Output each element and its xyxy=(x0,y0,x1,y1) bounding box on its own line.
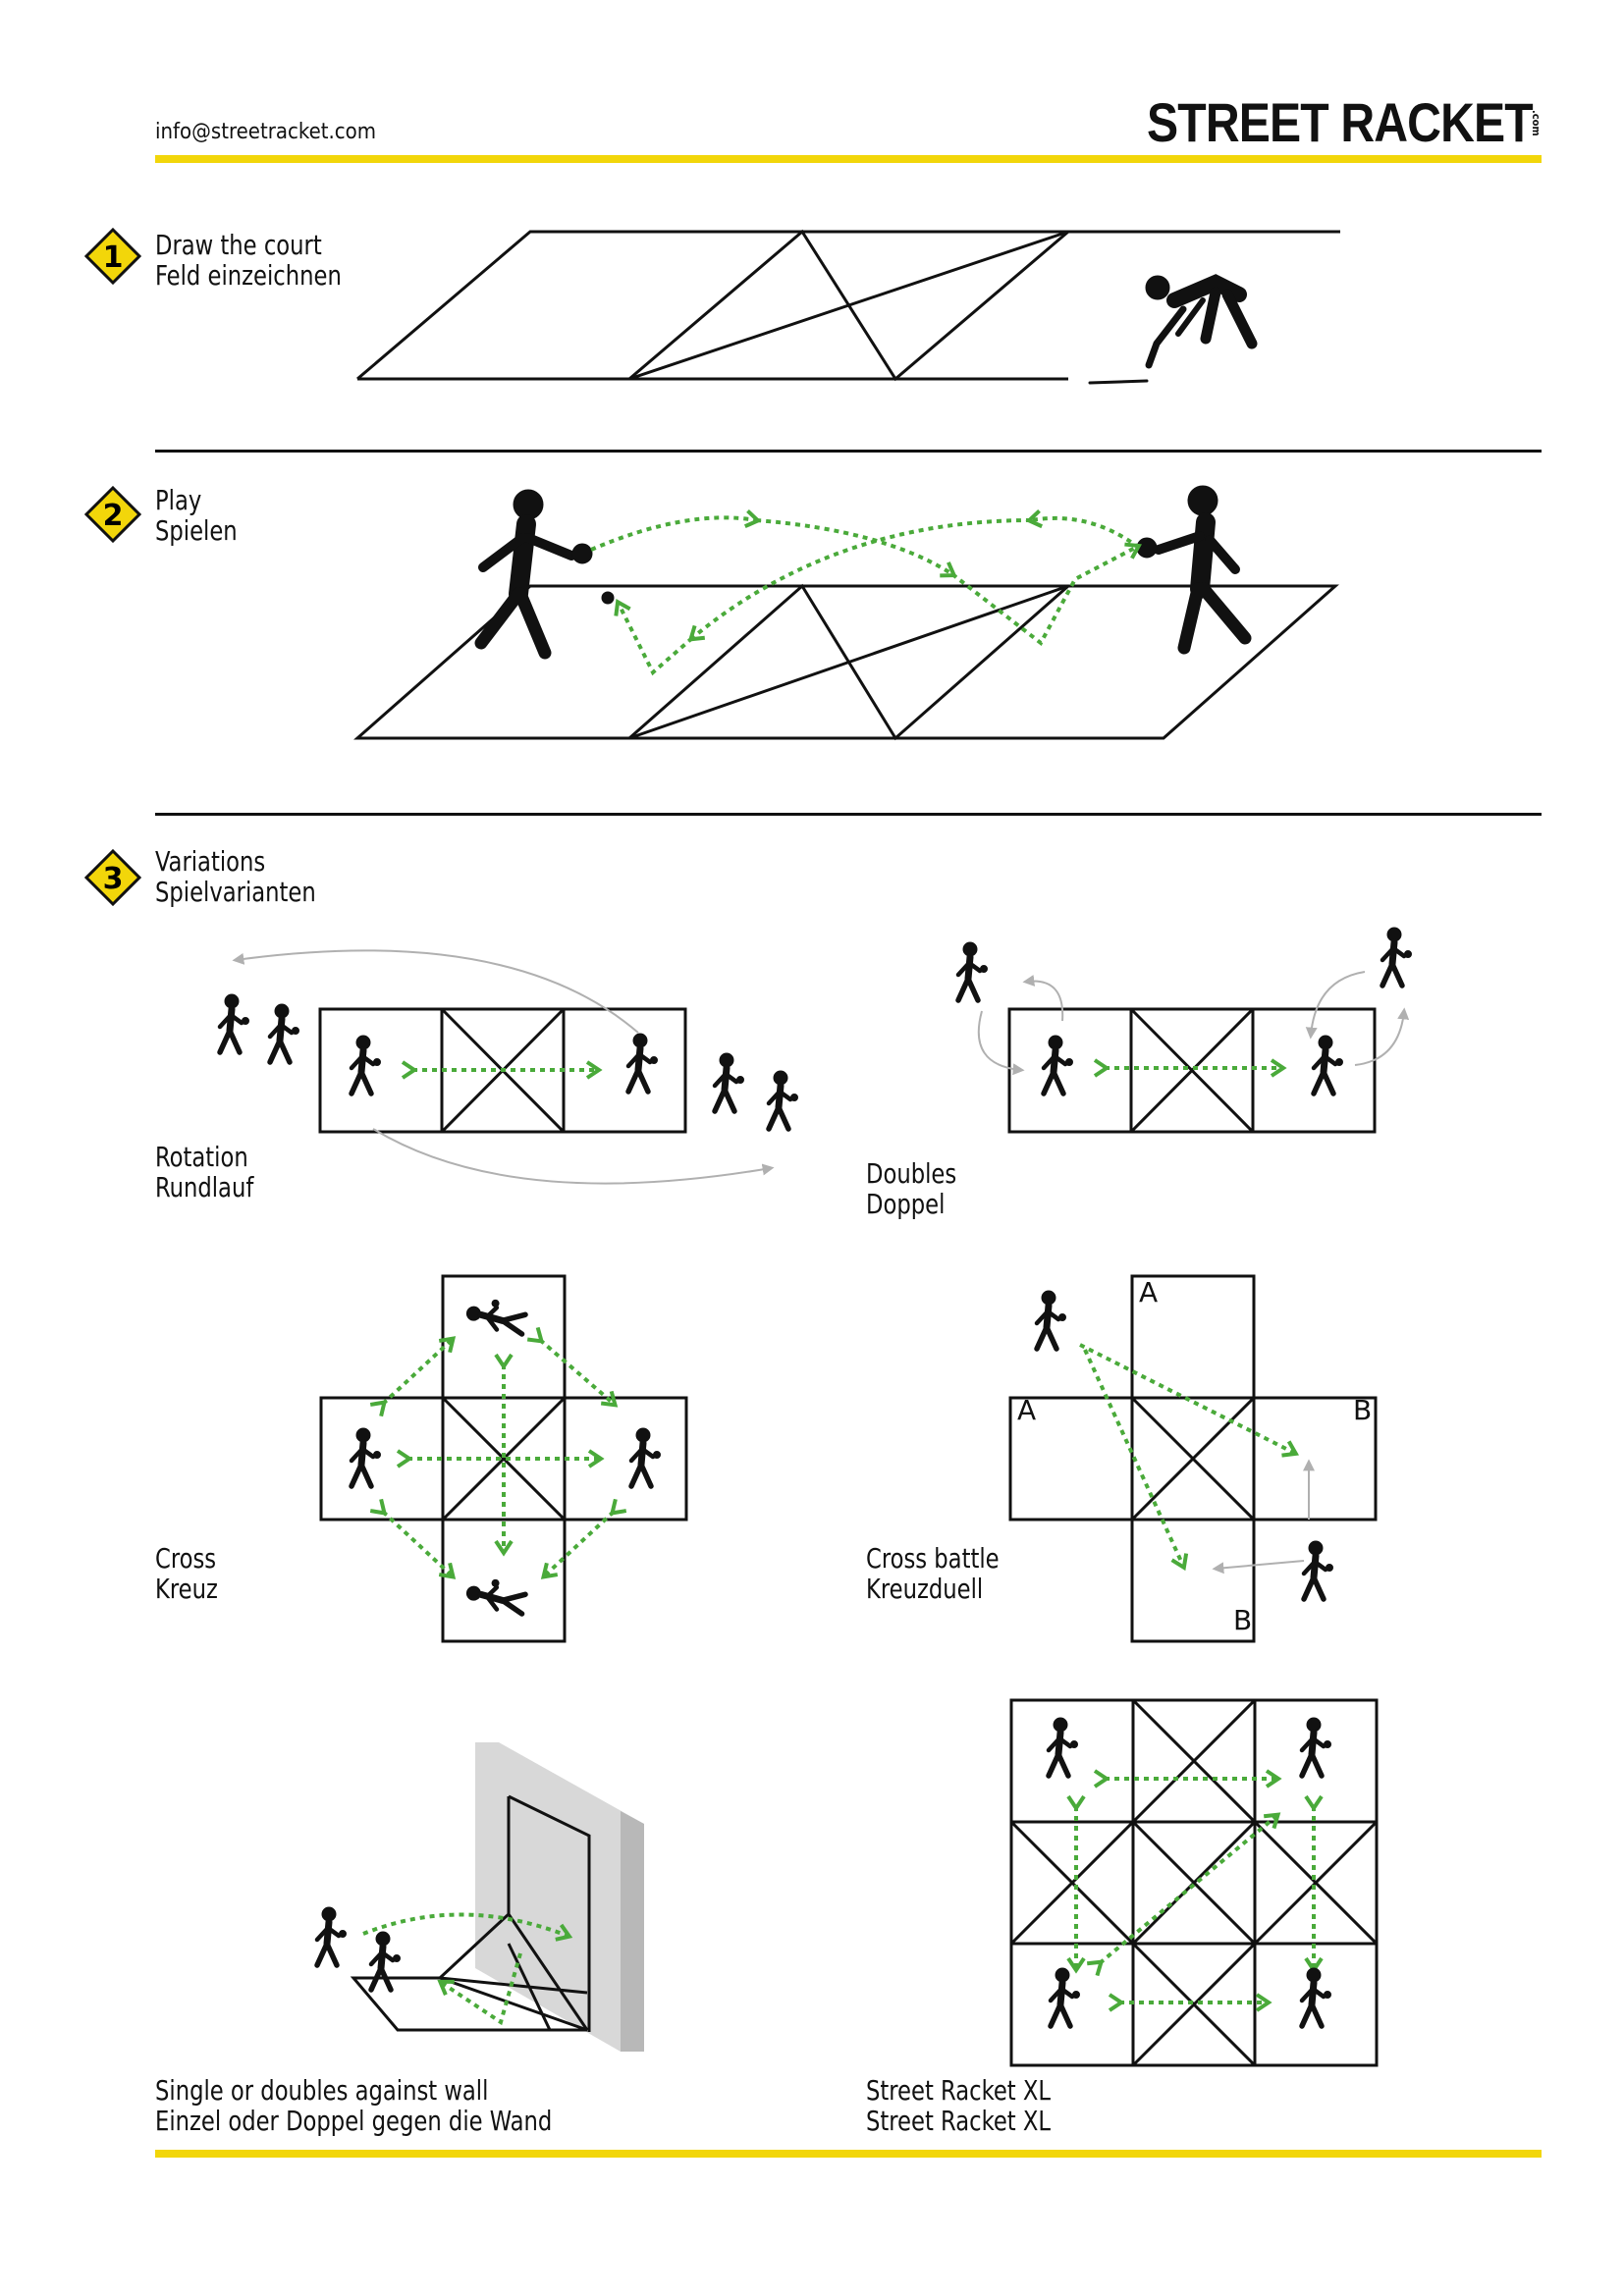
cross-battle-rally-arrows xyxy=(1079,1343,1300,1572)
rotation-players xyxy=(220,994,798,1129)
brand-logo: STREET RACKET xyxy=(1147,91,1534,153)
cross-battle-players xyxy=(1037,1291,1333,1599)
wall-illustration xyxy=(317,1742,644,2052)
step-diamond-icon: 2 xyxy=(84,486,141,543)
doubles-court xyxy=(1007,1007,1377,1134)
xl-rally-arrows xyxy=(1066,1769,1324,2012)
rotation-arrows xyxy=(232,949,775,1185)
brand-logo-suffix: .com xyxy=(1530,110,1543,136)
player-icon xyxy=(1136,485,1252,655)
step-2-court xyxy=(353,583,1339,741)
cross-battle-letter-b-right: B xyxy=(1353,1394,1373,1426)
contact-email[interactable]: info@streetracket.com xyxy=(155,120,377,144)
step-number: 3 xyxy=(103,862,124,896)
cross-battle-letter-a-left: A xyxy=(1017,1394,1037,1426)
rally-arrows xyxy=(590,508,1142,676)
step-number: 1 xyxy=(103,240,124,275)
cross-battle-letter-b-bottom: B xyxy=(1233,1604,1253,1636)
drawing-player-icon xyxy=(1088,274,1258,385)
cross-rally-arrows xyxy=(369,1326,627,1579)
step-1-court xyxy=(356,229,1340,382)
step-number: 2 xyxy=(103,499,124,533)
step-diamond-icon: 1 xyxy=(84,228,141,285)
section-divider-2 xyxy=(155,813,1542,816)
header-yellow-rule xyxy=(155,155,1542,163)
cross-battle-letter-a-top: A xyxy=(1139,1276,1159,1308)
footer-yellow-rule xyxy=(155,2150,1542,2158)
player-icon xyxy=(474,489,615,660)
cross-battle-court xyxy=(1008,1274,1378,1643)
step-diamond-icon: 3 xyxy=(84,849,141,906)
doubles-rotation-arrows xyxy=(977,971,1410,1076)
cross-battle-gray-arrows xyxy=(1212,1459,1315,1575)
section-divider-1 xyxy=(155,450,1542,453)
